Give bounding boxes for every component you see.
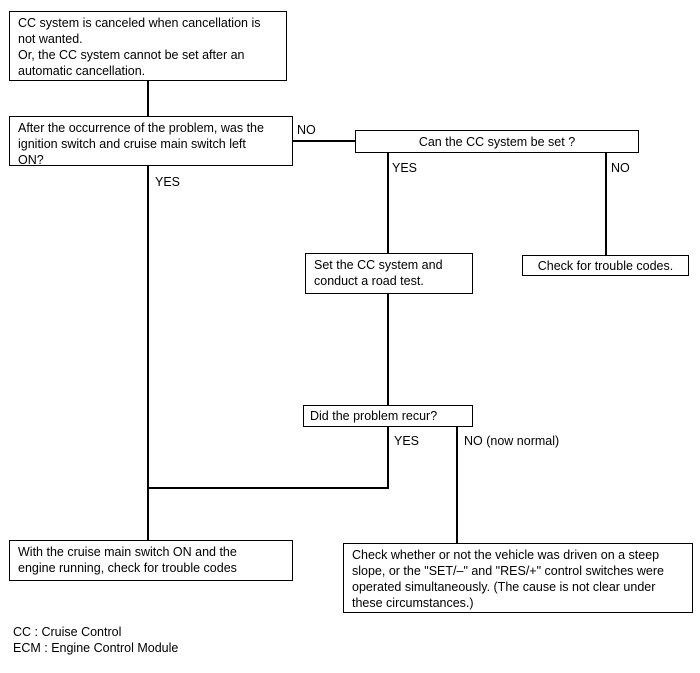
connector-cc-set-yes-to-road-test xyxy=(387,152,389,253)
connector-cc-set-no-to-check-codes xyxy=(605,152,607,255)
connector-ignition-no-to-cc-set-question xyxy=(292,140,356,142)
connector-recur-yes-join xyxy=(147,487,389,489)
connector-symptom-to-ignition-question xyxy=(147,80,149,117)
node-action-road-test: Set the CC system and conduct a road tes… xyxy=(305,253,473,294)
node-question-problem-recur: Did the problem recur? xyxy=(303,405,473,427)
connector-road-test-to-recur-question xyxy=(387,293,389,406)
node-action-check-trouble-codes: Check for trouble codes. xyxy=(522,255,689,276)
edge-label-cc-set-no: NO xyxy=(611,161,630,175)
edge-label-ignition-yes: YES xyxy=(155,175,181,189)
node-question-cc-set: Can the CC system be set ? xyxy=(355,130,639,153)
node-symptom-description: CC system is canceled when cancellation … xyxy=(9,11,287,81)
edge-label-recur-yes: YES xyxy=(394,434,420,448)
connector-ignition-yes-to-check-codes-engine xyxy=(147,165,149,540)
edge-label-recur-no: NO (now normal) xyxy=(464,434,560,448)
legend-abbreviations: CC : Cruise Control ECM : Engine Control… xyxy=(13,625,179,655)
connector-recur-yes-down xyxy=(387,427,389,488)
node-action-check-steep-slope: Check whether or not the vehicle was dri… xyxy=(343,543,693,613)
edge-label-ignition-no: NO xyxy=(297,123,316,137)
node-question-ignition-switch: After the occurrence of the problem, was… xyxy=(9,116,293,167)
connector-recur-no-to-steep-slope xyxy=(456,427,458,543)
edge-label-cc-set-yes: YES xyxy=(392,161,418,175)
node-action-check-codes-engine-running: With the cruise main switch ON and the e… xyxy=(9,540,293,581)
